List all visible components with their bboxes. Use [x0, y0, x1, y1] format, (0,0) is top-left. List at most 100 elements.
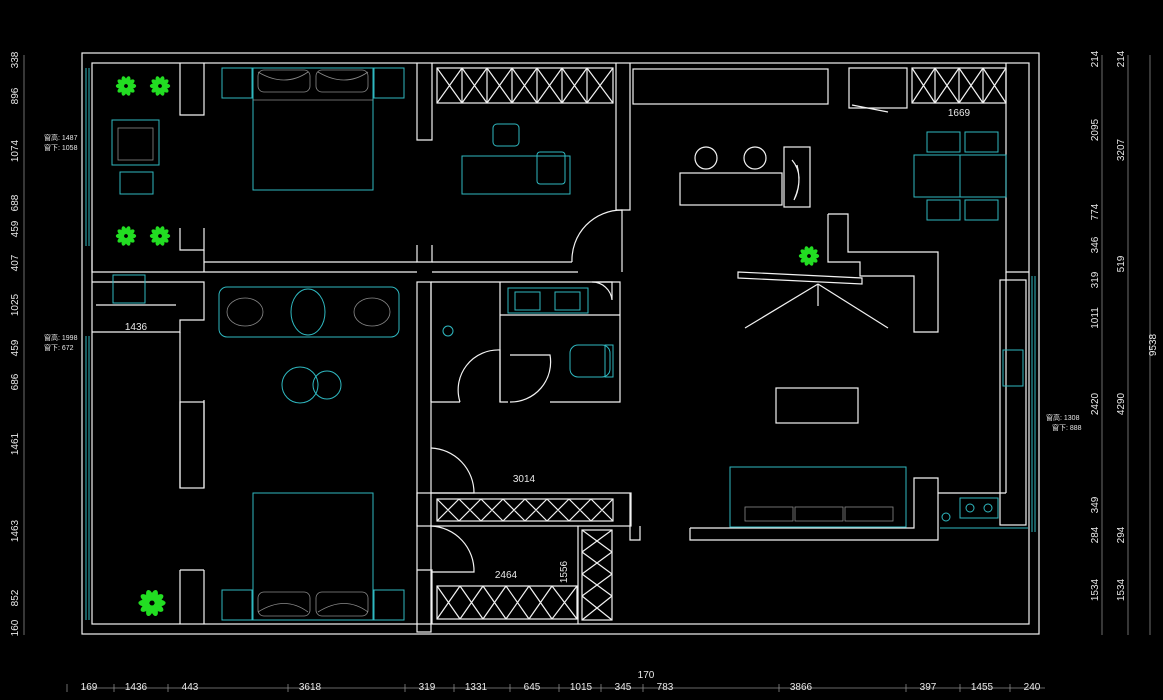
nightstand	[373, 67, 405, 99]
armchair	[111, 119, 160, 195]
dimension-label: 1534	[1116, 578, 1127, 601]
door-swing-icon	[509, 354, 552, 403]
sink-icon	[507, 287, 589, 314]
console-table	[679, 172, 783, 206]
window-note-sill: 窗下: 888	[1052, 423, 1082, 432]
window-note-height: 窗高: 1308	[1046, 413, 1080, 422]
bottom-cabinet	[436, 585, 578, 620]
sofa-icon	[729, 466, 907, 528]
dimension-label: 443	[182, 682, 199, 693]
dimension-label: 459	[10, 220, 21, 237]
right-inner-dimensions: 214 2095 774 346 319 1011 2420 349 284 1534	[1090, 50, 1101, 601]
window-note-height: 窗高: 1487	[44, 133, 78, 142]
dimension-label: 3207	[1116, 138, 1127, 161]
dimension-label: 240	[1024, 682, 1041, 693]
plant-icon	[149, 226, 171, 246]
tv-stand	[179, 401, 205, 489]
corridor-cabinet	[436, 498, 614, 522]
coffee-table	[775, 387, 859, 424]
dimension-label: 397	[920, 682, 937, 693]
dimension-label: 459	[10, 339, 21, 356]
dimension-label: 774	[1090, 203, 1101, 220]
dimension-label: 1436	[125, 682, 148, 693]
dimension-lines	[23, 55, 1151, 689]
dimension-label: 1455	[971, 682, 994, 693]
window-note-sill: 窗下: 672	[44, 343, 74, 352]
nightstand	[221, 589, 253, 621]
dimension-label: 407	[10, 254, 21, 271]
dimension-label: 783	[657, 682, 674, 693]
dimension-label: 214	[1116, 50, 1127, 67]
dimension-label: 4290	[1116, 392, 1127, 415]
dimension-label: 1534	[1090, 578, 1101, 601]
dimension-label: 688	[10, 194, 21, 211]
dimension-label: 319	[419, 682, 436, 693]
door-swing-icon	[430, 525, 475, 573]
interior-walls	[91, 63, 1029, 633]
plant-icon	[138, 589, 166, 617]
dimension-label: 1463	[10, 519, 21, 542]
pendant-lamp	[737, 271, 889, 329]
dimension-label: 169	[81, 682, 98, 693]
round-table	[312, 370, 342, 400]
dimension-label: 160	[10, 619, 21, 636]
door-swing-icon	[430, 447, 475, 494]
kitchen-counter	[940, 279, 1028, 529]
right-mid-dimensions: 214 3207 519 4290 294 1534	[1116, 50, 1127, 601]
nightstand	[373, 589, 405, 621]
dim-kitchen-counter: 1669	[948, 108, 971, 119]
plants	[115, 76, 820, 617]
dining-table-icon	[913, 131, 1007, 221]
plant-icon	[115, 226, 137, 246]
dimension-label: 1074	[10, 139, 21, 162]
dimension-label: 896	[10, 87, 21, 104]
dimension-label: 852	[10, 589, 21, 606]
dimension-label: 284	[1090, 526, 1101, 543]
left-dimensions: 338 896 1074 688 459 407 1025 459 686 1461 1463 852…	[10, 51, 21, 636]
bed-icon	[252, 67, 374, 191]
bottom-extra-dimension: 170	[638, 670, 655, 681]
toilet-icon	[569, 344, 614, 378]
dimension-label: 3618	[299, 682, 322, 693]
dimension-label: 1331	[465, 682, 488, 693]
washer	[112, 274, 146, 304]
dimension-label: 519	[1116, 255, 1127, 272]
window-note-height: 窗高: 1998	[44, 333, 78, 342]
dimension-label: 2095	[1090, 118, 1101, 141]
plant-icon	[115, 76, 137, 96]
dimension-label: 3866	[790, 682, 813, 693]
side-cabinet	[581, 529, 613, 621]
dim-bottom-cabinet: 2464	[495, 570, 518, 581]
dim-corridor-cabinet: 3014	[513, 474, 536, 485]
plant-icon	[798, 246, 820, 266]
desk	[461, 123, 571, 195]
dim-bath-left: 1436	[125, 322, 148, 333]
dim-side-cabinet: 1556	[559, 560, 570, 583]
dimension-label: 319	[1090, 271, 1101, 288]
nightstand	[221, 67, 253, 99]
window-note-sill: 窗下: 1058	[44, 143, 78, 152]
dimension-label: 214	[1090, 50, 1101, 67]
door-swing-icon	[571, 209, 623, 263]
dimension-label: 346	[1090, 236, 1101, 253]
dimension-label: 349	[1090, 496, 1101, 513]
dimension-label: 1011	[1090, 307, 1101, 329]
doors	[430, 209, 623, 573]
door-swing-icon	[457, 349, 501, 403]
plant-icon	[149, 76, 171, 96]
outer-walls	[81, 52, 1040, 635]
kitchen-top-cabinet	[848, 67, 1007, 113]
dimension-label: 686	[10, 373, 21, 390]
round-table	[281, 366, 319, 404]
dimension-label: 645	[524, 682, 541, 693]
dimension-label: 2420	[1090, 392, 1101, 415]
sofa-icon	[218, 286, 400, 338]
stove-icon	[959, 497, 999, 519]
dimension-label: 1015	[570, 682, 593, 693]
dimension-label: 338	[10, 51, 21, 68]
dimension-label: 1461	[10, 432, 21, 455]
dimension-label: 1025	[10, 293, 21, 316]
dimension-label: 294	[1116, 526, 1127, 543]
